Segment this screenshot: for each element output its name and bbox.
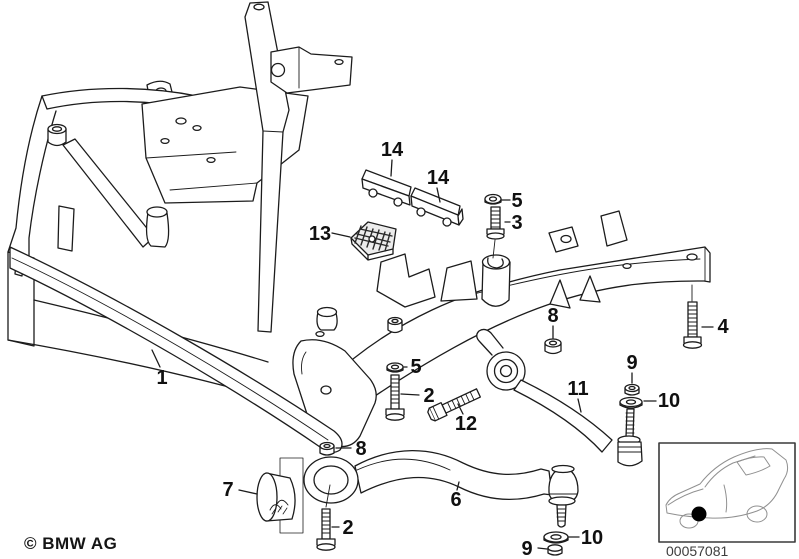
callout-leader-7-15 [238,489,258,495]
bolt-12 [427,388,481,422]
callout-11-9[interactable]: 11 [567,378,588,400]
callout-5-10[interactable]: 5 [410,356,421,378]
callout-12-12[interactable]: 12 [455,413,477,435]
callout-8-5[interactable]: 8 [547,305,558,327]
bolt-4 [682,284,703,349]
vehicle-inset [658,442,796,543]
callout-9-19[interactable]: 9 [521,538,532,559]
bolt-3 [486,206,505,259]
callout-leader-6-16 [456,481,460,491]
callout-leader-9-19 [537,547,548,550]
callout-14-1[interactable]: 14 [427,167,450,189]
wishbone-6 [303,450,579,528]
nut-8-top [544,338,562,355]
washer-5-left [386,362,404,373]
washer-5-top [484,193,502,205]
nut-9-right [624,383,640,396]
callout-6-16[interactable]: 6 [450,489,461,511]
washer-10-right [619,396,643,409]
nut-8-bottom [319,441,335,456]
bushing-7 [256,472,296,522]
tie-rod-end-11 [617,408,643,467]
image-number: 00057081 [666,543,729,559]
bolt-2-bottom [316,484,336,551]
callout-9-7[interactable]: 9 [626,352,637,374]
washer-10-bottom [543,531,569,544]
front-axle-carrier [7,1,711,454]
callout-7-15[interactable]: 7 [222,479,233,501]
rubber-grid-pad-13 [350,221,397,261]
callout-10-18[interactable]: 10 [581,527,603,549]
callout-14-0[interactable]: 14 [381,139,404,161]
callout-5-2[interactable]: 5 [511,190,522,212]
callout-leader-2-11 [400,393,420,396]
callout-3-3[interactable]: 3 [511,212,522,234]
tension-strut-11 [476,328,613,453]
callout-leader-1-13 [151,349,161,368]
callout-2-17[interactable]: 2 [342,517,353,539]
clamp-bars-14 [361,169,464,227]
callout-13-4[interactable]: 13 [309,223,331,245]
callout-2-11[interactable]: 2 [423,385,434,407]
callout-leader-14-0 [390,159,393,177]
callout-8-14[interactable]: 8 [355,438,366,460]
callout-leader-13-4 [331,232,351,238]
callout-leader-11-9 [577,398,582,413]
bolt-2-left [385,374,405,421]
nut-9-bottom [547,544,563,556]
location-marker-dot [691,506,707,522]
copyright-text: © BMW AG [24,534,118,553]
callout-leader-12-12 [457,403,464,415]
callout-1-13[interactable]: 1 [156,367,167,389]
callout-leader-14-1 [436,187,441,203]
vehicle-sketch [665,448,789,529]
callout-4-6[interactable]: 4 [717,316,729,338]
callout-10-8[interactable]: 10 [658,390,680,412]
